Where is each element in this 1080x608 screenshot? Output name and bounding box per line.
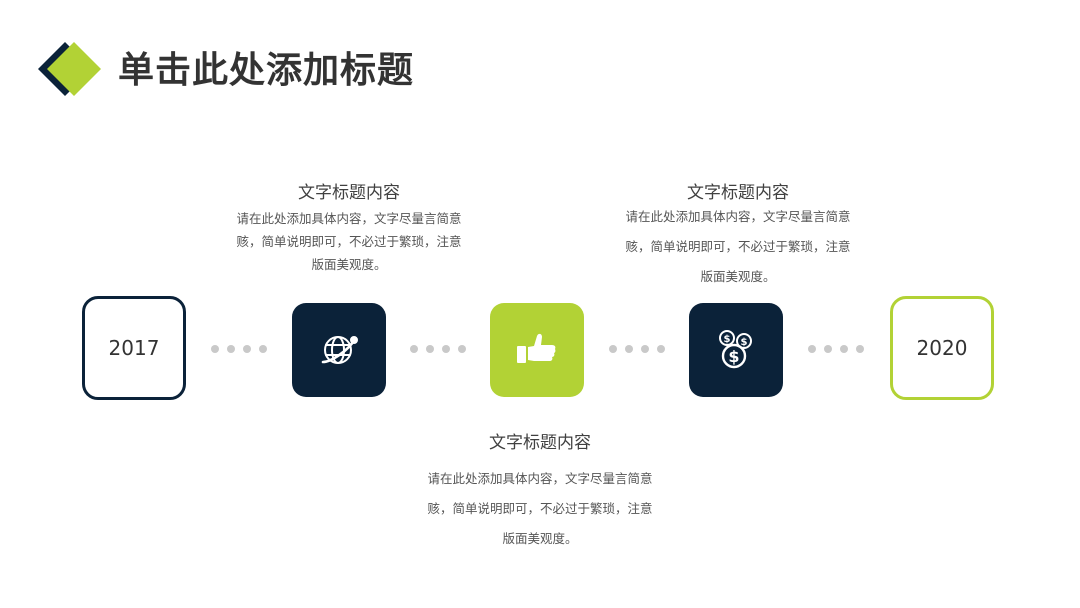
svg-text:$: $ bbox=[728, 347, 739, 366]
timeline-end-year: 2020 bbox=[890, 296, 994, 400]
timeline-connector-dots bbox=[410, 345, 466, 353]
timeline-node-globe bbox=[292, 303, 386, 397]
text-line: 版面美观度。 bbox=[700, 269, 776, 284]
text-block-body: 请在此处添加具体内容，文字尽量言简意 赅，简单说明即可，不必过于繁琐，注意 版面… bbox=[606, 202, 870, 292]
text-line: 赅，简单说明即可，不必过于繁琐，注意 bbox=[427, 501, 653, 516]
text-block-2: 文字标题内容 请在此处添加具体内容，文字尽量言简意 赅，简单说明即可，不必过于繁… bbox=[606, 181, 870, 292]
timeline-node-coins: $ $ $ bbox=[689, 303, 783, 397]
timeline-start-year: 2017 bbox=[82, 296, 186, 400]
timeline-node-thumbs-up bbox=[490, 303, 584, 397]
text-block-heading: 文字标题内容 bbox=[687, 183, 789, 203]
text-block-heading: 文字标题内容 bbox=[489, 433, 591, 453]
text-block-body: 请在此处添加具体内容，文字尽量言简意 赅，简单说明即可，不必过于繁琐，注意 版面… bbox=[408, 464, 672, 554]
text-line: 请在此处添加具体内容，文字尽量言简意 bbox=[625, 209, 851, 224]
page-title: 单击此处添加标题 bbox=[118, 50, 415, 91]
text-block-heading: 文字标题内容 bbox=[298, 183, 400, 203]
coins-icon: $ $ $ bbox=[719, 330, 752, 369]
timeline-connector-dots bbox=[808, 345, 864, 353]
text-block-body: 请在此处添加具体内容，文字尽量言简意 赅，简单说明即可，不必过于繁琐，注意 版面… bbox=[220, 207, 478, 276]
text-line: 版面美观度。 bbox=[502, 531, 578, 546]
text-line: 请在此处添加具体内容，文字尽量言简意 bbox=[427, 471, 653, 486]
text-line: 请在此处添加具体内容，文字尽量言简意 bbox=[236, 211, 462, 226]
text-block-1: 文字标题内容 请在此处添加具体内容，文字尽量言简意 赅，简单说明即可，不必过于繁… bbox=[220, 181, 478, 276]
svg-text:$: $ bbox=[741, 337, 748, 348]
svg-text:$: $ bbox=[724, 334, 731, 345]
thumbs-up-icon bbox=[517, 333, 556, 363]
text-block-3: 文字标题内容 请在此处添加具体内容，文字尽量言简意 赅，简单说明即可，不必过于繁… bbox=[408, 431, 672, 554]
timeline-connector-dots bbox=[211, 345, 267, 353]
globe-icon bbox=[321, 336, 358, 364]
text-line: 版面美观度。 bbox=[311, 257, 387, 272]
text-line: 赅，简单说明即可，不必过于繁琐，注意 bbox=[236, 234, 462, 249]
logo-diamond-icon bbox=[38, 42, 101, 96]
text-line: 赅，简单说明即可，不必过于繁琐，注意 bbox=[625, 239, 851, 254]
timeline-connector-dots bbox=[609, 345, 665, 353]
